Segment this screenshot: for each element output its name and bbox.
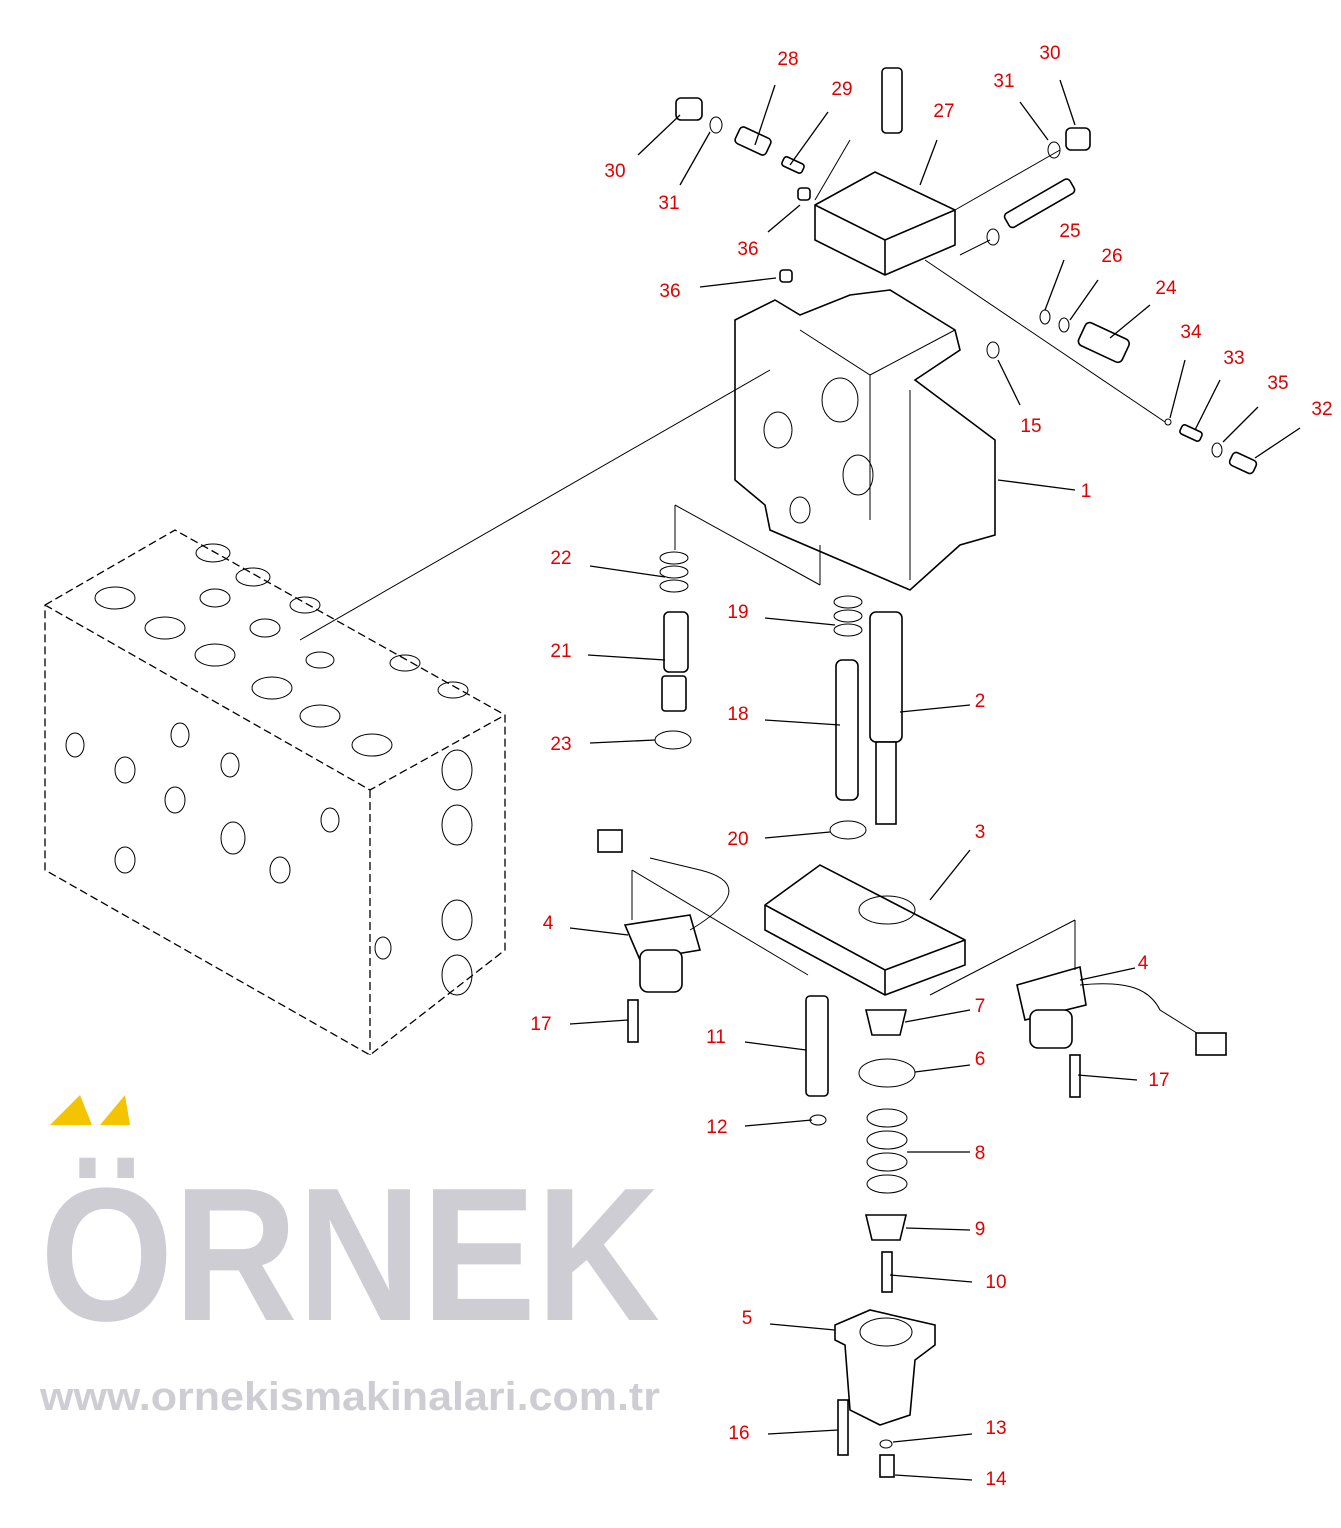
part-number-label[interactable]: 29 — [831, 79, 852, 100]
part-number-label[interactable]: 17 — [530, 1014, 551, 1035]
part-number-label[interactable]: 30 — [604, 161, 625, 182]
leader-line — [589, 565, 666, 578]
valve-part-21 — [661, 611, 689, 712]
watermark-logo-mark — [50, 1095, 130, 1125]
leader-line — [767, 204, 801, 233]
leader-line — [767, 1429, 839, 1435]
bolts-and-plugs — [627, 67, 1258, 1478]
part-number-label[interactable]: 36 — [737, 239, 758, 260]
part-number-label[interactable]: 6 — [975, 1049, 986, 1070]
part-number-label[interactable]: 21 — [550, 641, 571, 662]
part-number-label[interactable]: 11 — [706, 1027, 726, 1048]
plate-part-3 — [764, 864, 966, 996]
part-number-label[interactable]: 27 — [933, 101, 954, 122]
part-number-label[interactable]: 16 — [728, 1423, 749, 1444]
part-number-label[interactable]: 32 — [1311, 399, 1332, 420]
part-number-label[interactable]: 7 — [975, 996, 986, 1017]
leader-line — [997, 479, 1076, 491]
part-number-label[interactable]: 13 — [985, 1418, 1006, 1439]
part-number-label[interactable]: 33 — [1223, 348, 1244, 369]
callout-labels: 2829303127303136362526243433353215122192… — [530, 43, 1332, 1490]
leader-line — [894, 1474, 973, 1481]
spool-part-2 — [869, 611, 903, 825]
part-number-label[interactable]: 2 — [975, 691, 986, 712]
leader-line — [789, 111, 829, 166]
leader-line — [904, 1009, 971, 1023]
cover-part-27 — [814, 171, 956, 276]
part-number-label[interactable]: 9 — [975, 1219, 986, 1240]
part-number-label[interactable]: 28 — [777, 49, 798, 70]
leader-line — [744, 1119, 813, 1127]
watermark: ÖRNEK www.ornekismakinalari.com.tr — [39, 1095, 660, 1419]
leader-line — [679, 131, 711, 186]
part-number-label[interactable]: 5 — [742, 1308, 753, 1329]
solenoid-valves-part-4 — [597, 829, 1227, 1056]
leader-line — [764, 831, 831, 839]
leader-line — [637, 114, 681, 156]
part-number-label[interactable]: 12 — [706, 1117, 727, 1138]
leader-line — [1077, 1074, 1138, 1081]
spool-part-18 — [835, 659, 859, 801]
leader-line — [744, 1041, 807, 1051]
leader-line — [1079, 967, 1136, 981]
control-valve-block — [44, 529, 506, 1056]
leader-line — [1222, 406, 1259, 443]
part-number-label[interactable]: 25 — [1059, 221, 1080, 242]
leader-line — [1194, 379, 1221, 431]
watermark-url: www.ornekismakinalari.com.tr — [39, 1375, 660, 1419]
leader-line — [889, 1274, 973, 1283]
part-number-label[interactable]: 35 — [1267, 373, 1288, 394]
part-number-label[interactable]: 31 — [658, 193, 679, 214]
leader-line — [764, 719, 841, 726]
leader-line — [905, 1227, 971, 1231]
leader-line — [569, 1019, 629, 1025]
part-number-label[interactable]: 8 — [975, 1143, 986, 1164]
part-number-label[interactable]: 4 — [543, 913, 554, 934]
part-number-label[interactable]: 36 — [659, 281, 680, 302]
part-number-label[interactable]: 19 — [727, 602, 748, 623]
leader-line — [587, 654, 666, 661]
leader-line — [1254, 427, 1301, 459]
leader-line — [754, 84, 776, 146]
leader-line — [892, 1433, 973, 1443]
part-number-label[interactable]: 31 — [993, 71, 1014, 92]
part-number-label[interactable]: 30 — [1039, 43, 1060, 64]
leader-line — [699, 277, 777, 288]
leader-line — [764, 617, 836, 626]
part-number-label[interactable]: 1 — [1081, 481, 1092, 502]
part-number-label[interactable]: 4 — [1138, 953, 1149, 974]
assembly-lines — [299, 139, 1166, 996]
leader-line — [1059, 79, 1076, 126]
part-number-label[interactable]: 15 — [1020, 416, 1041, 437]
leader-line — [1109, 304, 1151, 339]
leader-line — [929, 849, 971, 901]
part-number-label[interactable]: 26 — [1101, 246, 1122, 267]
part-number-label[interactable]: 14 — [985, 1469, 1007, 1490]
leader-line — [899, 704, 971, 713]
part-number-label[interactable]: 34 — [1180, 322, 1202, 343]
leader-line — [769, 1323, 836, 1331]
part-number-label[interactable]: 17 — [1148, 1070, 1169, 1091]
leader-line — [1019, 101, 1049, 141]
case-part-5 — [834, 1309, 936, 1426]
leader-line — [589, 739, 656, 744]
leader-line — [1044, 259, 1065, 311]
part-number-label[interactable]: 3 — [975, 822, 986, 843]
part-number-label[interactable]: 18 — [727, 704, 748, 725]
part-number-label[interactable]: 10 — [985, 1272, 1006, 1293]
leader-line — [997, 359, 1021, 406]
part-number-label[interactable]: 22 — [550, 548, 571, 569]
part-number-label[interactable]: 23 — [550, 734, 571, 755]
leader-line — [1169, 359, 1186, 419]
part-number-label[interactable]: 20 — [727, 829, 748, 850]
valve-housing-part-1 — [734, 289, 996, 591]
leader-line — [914, 1064, 971, 1073]
part-number-label[interactable]: 24 — [1155, 278, 1177, 299]
leader-line — [569, 927, 629, 936]
watermark-brand: ÖRNEK — [40, 1149, 660, 1361]
leader-line — [1069, 279, 1099, 321]
leader-line — [919, 139, 938, 186]
